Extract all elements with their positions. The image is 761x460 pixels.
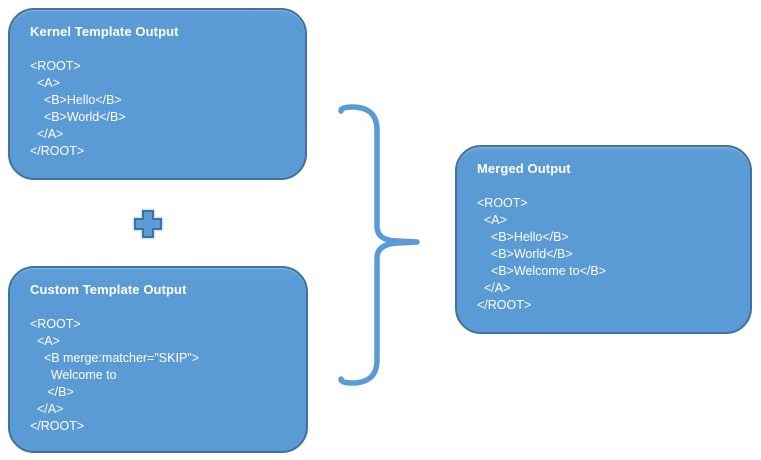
merged-box-title: Merged Output bbox=[477, 161, 571, 176]
plus-icon bbox=[131, 207, 165, 241]
custom-xml-code: <ROOT> <A> <B merge:matcher="SKIP"> Welc… bbox=[30, 317, 200, 433]
kernel-template-output-box: Kernel Template Output <ROOT> <A> <B>Hel… bbox=[8, 8, 307, 180]
plus-icon-svg bbox=[132, 208, 164, 240]
kernel-box-title: Kernel Template Output bbox=[30, 24, 179, 39]
merged-xml-code: <ROOT> <A> <B>Hello</B> <B>World</B> <B>… bbox=[477, 196, 607, 312]
brace-svg bbox=[338, 104, 420, 386]
kernel-xml-code: <ROOT> <A> <B>Hello</B> <B>World</B> </A… bbox=[30, 59, 126, 158]
right-curly-brace-icon bbox=[330, 95, 430, 395]
merged-output-box: Merged Output <ROOT> <A> <B>Hello</B> <B… bbox=[455, 145, 752, 334]
custom-template-output-box: Custom Template Output <ROOT> <A> <B mer… bbox=[8, 266, 308, 453]
custom-box-title: Custom Template Output bbox=[30, 282, 187, 297]
